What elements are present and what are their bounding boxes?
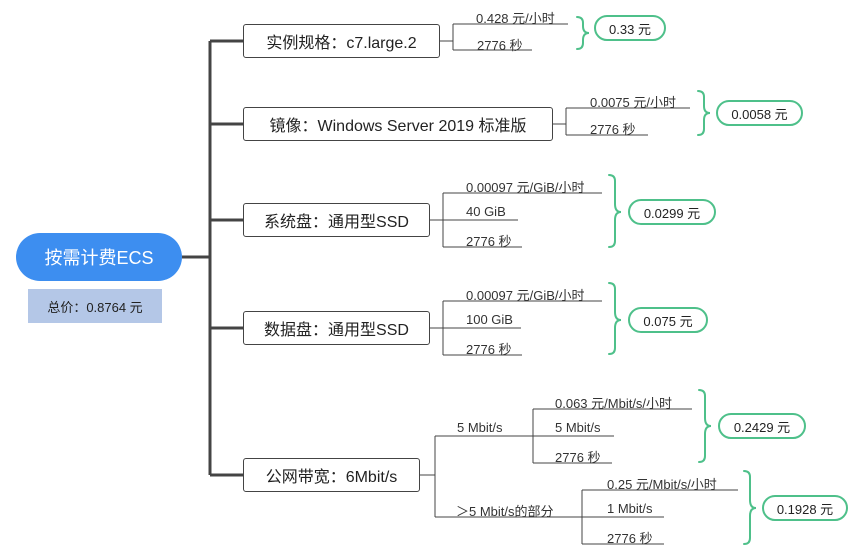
tier2-duration: 2776 秒: [607, 531, 653, 546]
datadisk-branch: [430, 300, 602, 356]
image-node[interactable]: 镜像：Windows Server 2019 标准版: [243, 107, 553, 141]
datadisk-node[interactable]: 数据盘：通用型SSD: [243, 311, 430, 345]
bandwidth-node[interactable]: 公网带宽：6Mbit/s: [243, 458, 420, 492]
datadisk-result: 0.075 元: [628, 307, 708, 333]
tier2-branch: [569, 489, 738, 545]
tier1-result: 0.2429 元: [718, 413, 806, 439]
sysdisk-duration: 2776 秒: [466, 234, 512, 249]
tier1-unit-price: 0.063 元/Mbit/s/小时: [555, 396, 673, 411]
bandwidth-branch: [420, 435, 569, 518]
datadisk-unit-price: 0.00097 元/GiB/小时: [466, 288, 585, 303]
total-price: 总价：0.8764 元: [28, 289, 162, 323]
specs-node[interactable]: 实例规格：c7.large.2: [243, 24, 440, 58]
sysdisk-branch: [430, 192, 602, 248]
datadisk-size: 100 GiB: [466, 312, 513, 327]
tier2-unit-price: 0.25 元/Mbit/s/小时: [607, 477, 717, 492]
specs-price: 0.428 元/小时: [476, 11, 555, 26]
image-branch: [553, 107, 690, 136]
image-result: 0.0058 元: [716, 100, 803, 126]
tier2-result: 0.1928 元: [762, 495, 848, 521]
image-duration: 2776 秒: [590, 122, 636, 137]
sysdisk-result: 0.0299 元: [628, 199, 716, 225]
specs-duration: 2776 秒: [477, 38, 523, 53]
sysdisk-size: 40 GiB: [466, 204, 506, 219]
tier2-bandwidth: 1 Mbit/s: [607, 501, 653, 516]
tier1-label: 5 Mbit/s: [457, 420, 503, 435]
datadisk-duration: 2776 秒: [466, 342, 512, 357]
main-trunk: [182, 39, 243, 477]
result-brackets: [576, 16, 757, 545]
specs-branch: [440, 23, 568, 51]
sysdisk-node[interactable]: 系统盘：通用型SSD: [243, 203, 430, 237]
specs-result: 0.33 元: [594, 15, 666, 41]
root-node[interactable]: 按需计费ECS: [16, 233, 182, 281]
image-price: 0.0075 元/小时: [590, 95, 676, 110]
tier1-bandwidth: 5 Mbit/s: [555, 420, 601, 435]
tier1-duration: 2776 秒: [555, 450, 601, 465]
tier2-label: ＞5 Mbit/s的部分: [456, 504, 554, 519]
tier1-branch: [520, 408, 692, 464]
sysdisk-unit-price: 0.00097 元/GiB/小时: [466, 180, 585, 195]
